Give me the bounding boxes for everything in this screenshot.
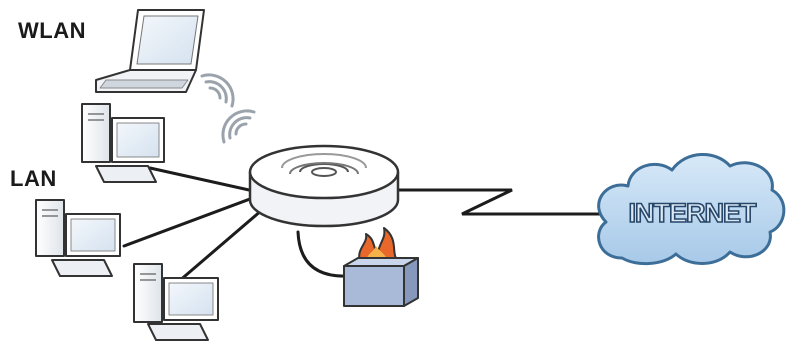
desktop-pc-icon: [35, 199, 121, 277]
firewall-icon: [343, 227, 419, 307]
link-pc2-router: [122, 194, 260, 248]
wifi-signal-icon: [200, 73, 256, 144]
link-router-firewall: [296, 230, 350, 278]
link-pc3-router: [176, 208, 264, 284]
desktop-pc-icon: [133, 263, 219, 341]
link-router-internet: [396, 188, 604, 216]
internet-label: INTERNET: [629, 198, 758, 228]
link-pc1-router: [148, 166, 260, 194]
router-icon: [248, 144, 400, 228]
lan-label: LAN: [10, 166, 57, 191]
desktop-pc-icon: [81, 103, 165, 183]
connection-lines: [122, 166, 604, 284]
wlan-label: WLAN: [18, 18, 86, 43]
laptop-icon: [95, 9, 205, 93]
internet-cloud-icon: INTERNET: [597, 153, 786, 265]
